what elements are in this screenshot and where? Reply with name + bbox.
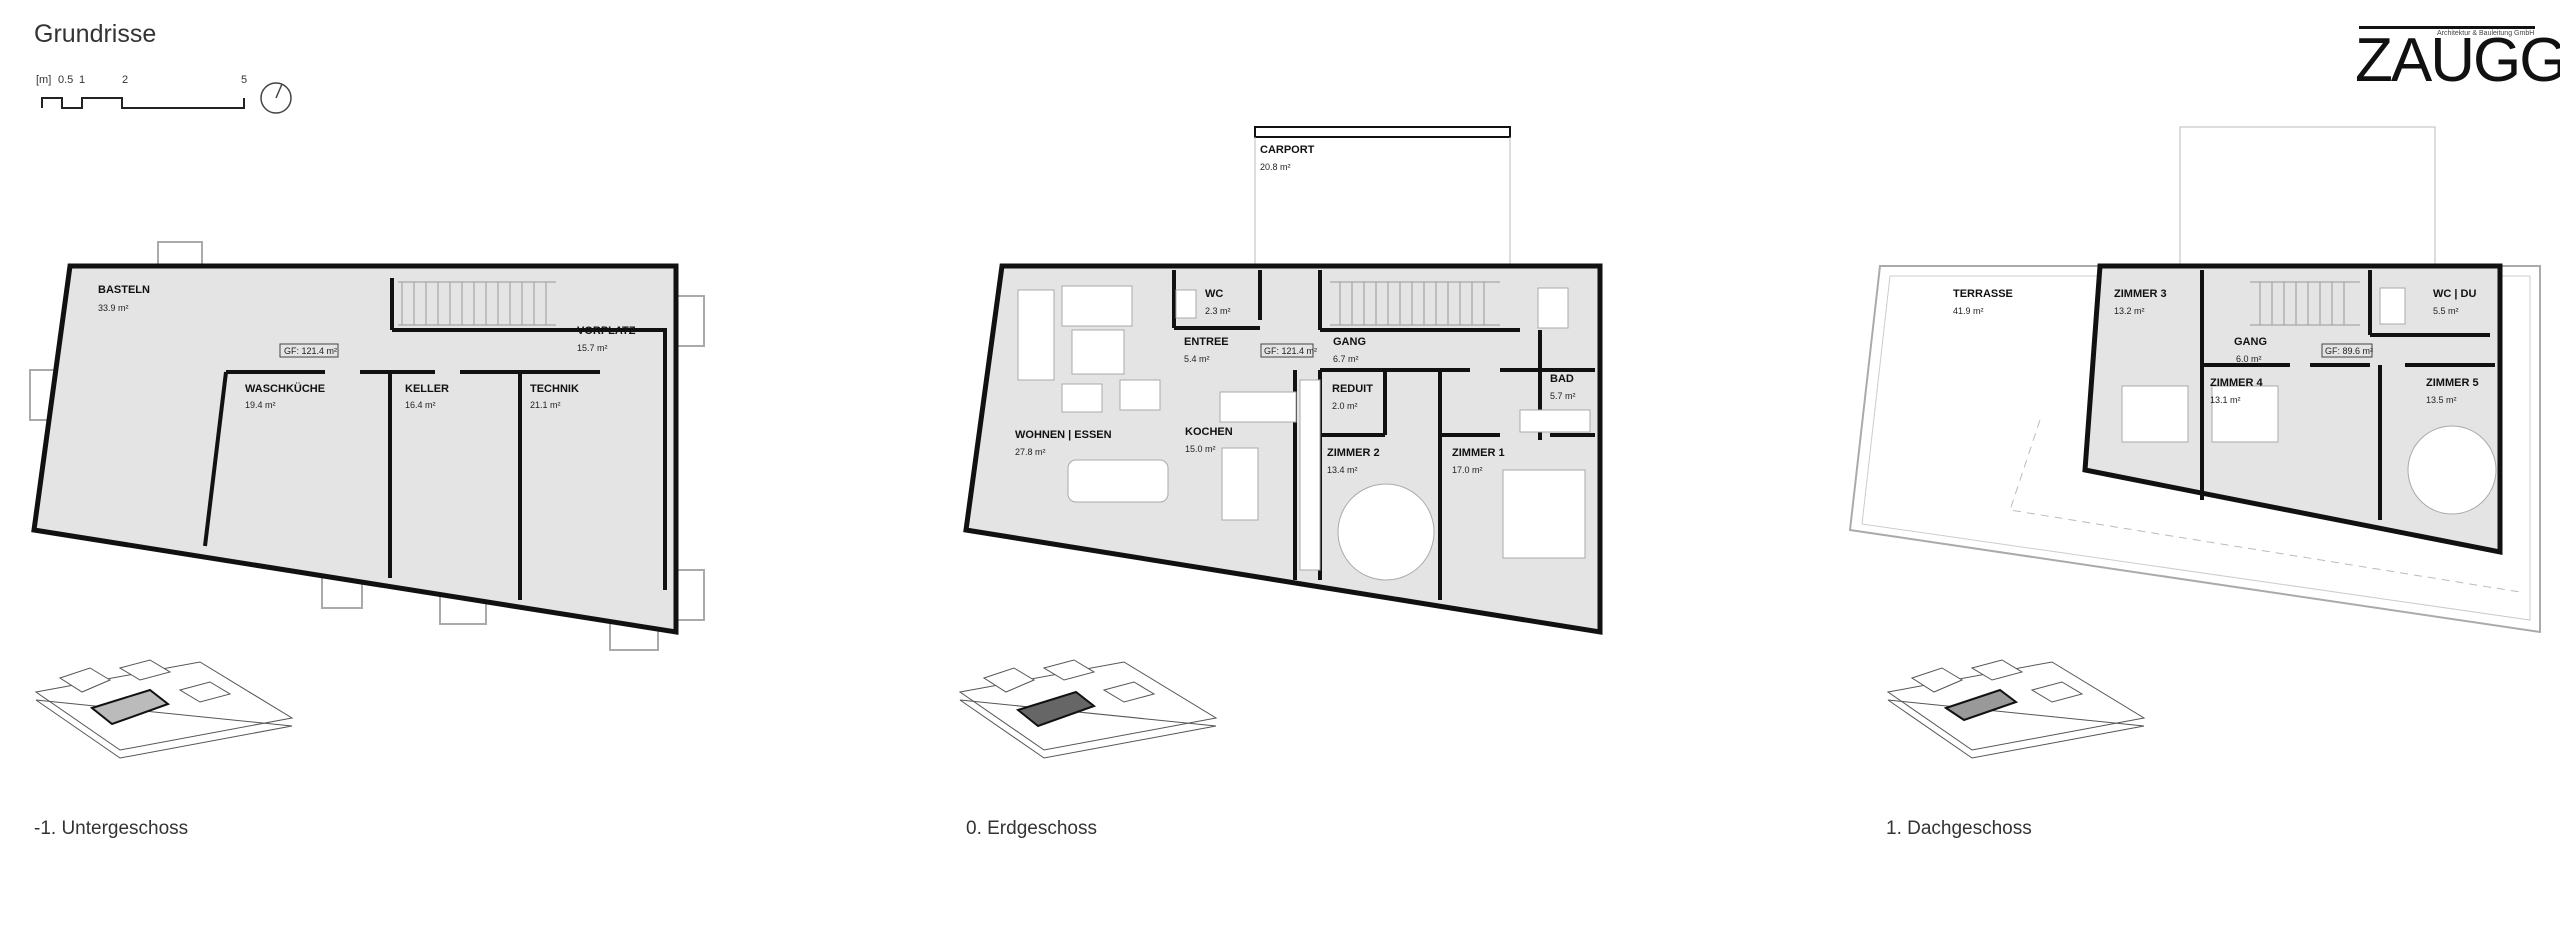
scale-tick-2: 2: [122, 74, 128, 86]
room-area: 20.8 m²: [1260, 162, 1291, 172]
room-area: 2.3 m²: [1205, 306, 1231, 316]
gross-floor-area: GF: 121.4 m²: [1264, 346, 1317, 356]
room-label: WOHNEN | ESSEN: [1015, 429, 1112, 441]
room-label: ZIMMER 3: [2114, 288, 2167, 300]
room-label: GANG: [2234, 336, 2267, 348]
room-area: 19.4 m²: [245, 400, 276, 410]
room-area: 6.7 m²: [1333, 354, 1359, 364]
scale-tick-1: 1: [79, 74, 85, 86]
room-label: BAD: [1550, 373, 1574, 385]
north-arrow-icon: [260, 82, 292, 114]
page-title: Grundrisse: [34, 20, 157, 48]
room-area: 6.0 m²: [2236, 354, 2262, 364]
room-area: 13.4 m²: [1327, 465, 1358, 475]
site-context-diagram: [34, 659, 294, 759]
floor-caption: -1. Untergeschoss: [34, 818, 189, 839]
room-area: 17.0 m²: [1452, 465, 1483, 475]
room-area: 16.4 m²: [405, 400, 436, 410]
room-area: 15.7 m²: [577, 343, 608, 353]
floor-plan-untergeschoss: BASTELN 33.9 m² GF: 121.4 m² WASCHKÜCHE …: [29, 241, 705, 759]
room-label: VORPLATZ: [577, 325, 636, 337]
room-label: ZIMMER 2: [1327, 447, 1380, 459]
room-label: ZIMMER 4: [2210, 377, 2263, 389]
floor-plan-dachgeschoss: TERRASSE 41.9 m² ZIMMER 3 13.2 m² GANG 6…: [1848, 126, 2541, 759]
room-area: 15.0 m²: [1185, 444, 1216, 454]
scale-tick-5: 5: [241, 74, 247, 86]
room-area: 21.1 m²: [530, 400, 561, 410]
floor-caption: 1. Dachgeschoss: [1886, 818, 2032, 839]
gross-floor-area: GF: 121.4 m²: [284, 346, 337, 356]
room-label: ZIMMER 5: [2426, 377, 2479, 389]
room-label: REDUIT: [1332, 383, 1373, 395]
scale-bar: [m] 0.5 1 2 5: [36, 74, 292, 114]
room-area: 5.4 m²: [1184, 354, 1210, 364]
room-area: 13.2 m²: [2114, 306, 2145, 316]
room-area: 2.0 m²: [1332, 401, 1358, 411]
floor-plan-erdgeschoss: CARPORT 20.8 m²: [958, 126, 1603, 759]
room-label: TERRASSE: [1953, 288, 2013, 300]
logo-word: ZAUGG: [2355, 26, 2560, 95]
room-label: KELLER: [405, 383, 449, 395]
room-label: CARPORT: [1260, 144, 1315, 156]
room-label: TECHNIK: [530, 383, 579, 395]
room-area: 13.5 m²: [2426, 395, 2457, 405]
scale-unit: [m]: [36, 74, 51, 86]
site-context-diagram: [1886, 659, 2146, 759]
room-area: 33.9 m²: [98, 303, 129, 313]
room-label: WC | DU: [2433, 288, 2476, 300]
room-label: WASCHKÜCHE: [245, 382, 325, 395]
company-logo: ZAUGG Architektur & Bauleitung GmbH: [2355, 22, 2560, 92]
room-label: ZIMMER 1: [1452, 447, 1505, 459]
floor-caption: 0. Erdgeschoss: [966, 818, 1097, 839]
room-label: KOCHEN: [1185, 426, 1233, 438]
room-area: 27.8 m²: [1015, 447, 1046, 457]
room-label: WC: [1205, 288, 1223, 300]
gross-floor-area: GF: 89.6 m²: [2325, 346, 2373, 356]
room-label: BASTELN: [98, 284, 150, 296]
logo-subtitle: Architektur & Bauleitung GmbH: [2437, 30, 2535, 37]
site-context-diagram: [958, 659, 1218, 759]
room-label: ENTREE: [1184, 336, 1229, 348]
room-label: GANG: [1333, 336, 1366, 348]
room-area: 13.1 m²: [2210, 395, 2241, 405]
scale-tick-05: 0.5: [58, 74, 73, 86]
room-area: 5.7 m²: [1550, 391, 1576, 401]
room-area: 41.9 m²: [1953, 306, 1984, 316]
room-area: 5.5 m²: [2433, 306, 2459, 316]
